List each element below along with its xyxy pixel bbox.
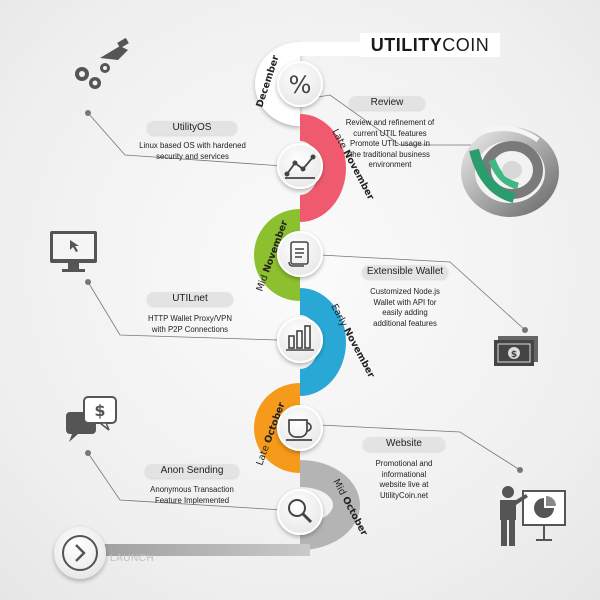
brand-title-light: COIN [442, 34, 490, 55]
line-chart-icon [284, 154, 316, 179]
desc-line: Feature Implemented [154, 495, 230, 505]
milestone-circle-utilnet [277, 317, 323, 363]
desc-line: Customized Node.js [370, 287, 440, 296]
milestone-circle-utilityos [277, 143, 323, 189]
launch-arrow-icon [75, 544, 86, 562]
desc-line: the traditional business [350, 149, 430, 159]
svg-text:$: $ [511, 350, 517, 360]
money-chat-icon: $ [66, 396, 117, 442]
launch-bar [70, 544, 310, 556]
desc-line: easily adding [382, 308, 428, 317]
milestone-circle-review: % [277, 61, 323, 107]
milestone-desc-anon-sending: Anonymous Transaction Feature Implemente… [122, 485, 262, 506]
milestone-desc-utilnet: HTTP Wallet Proxy/VPN with P2P Connectio… [120, 314, 260, 335]
desc-line: Linux based OS with hardened [139, 141, 246, 150]
milestone-title-review: Review [349, 96, 425, 110]
desc-line: additional features [373, 318, 437, 328]
segment-mid-november [254, 209, 300, 301]
percent-icon: % [289, 71, 312, 99]
connector-anon [87, 452, 284, 511]
segment-early-november [300, 288, 346, 396]
document-scroll-icon [288, 241, 309, 267]
coffee-cup-icon [286, 419, 312, 441]
brand-title-strong: UTILITY [370, 34, 443, 55]
monitor-cursor-icon [50, 231, 97, 272]
milestone-circle-anon-sending [277, 489, 323, 535]
launch-button-graphic [54, 527, 106, 579]
milestone-desc-website: Promotional and informational website li… [355, 459, 453, 501]
milestone-title-extensible-wallet: Extensible Wallet [362, 265, 448, 279]
milestone-desc-utilityos: Linux based OS with hardened security an… [120, 141, 265, 162]
milestone-title-website: Website [363, 437, 445, 451]
connector-utilityos [87, 112, 284, 167]
desc-line: informational [381, 469, 427, 479]
desc-line: UtilityCoin.net [379, 490, 429, 500]
desc-line: with P2P Connections [151, 324, 229, 334]
milestone-title-utilnet: UTILnet [147, 292, 233, 306]
desc-line: Review and refinement of [345, 118, 435, 127]
desc-line: Anonymous Transaction [150, 485, 234, 494]
presenter-chart-icon [500, 486, 566, 546]
connector-website [319, 424, 521, 471]
segment-late-november [300, 114, 346, 222]
milestone-desc-review: Review and refinement of current UTIL fe… [335, 118, 445, 171]
svg-text:$: $ [94, 401, 105, 420]
gears-hand-icon [75, 37, 129, 89]
connector-wallet [319, 254, 526, 331]
milestone-title-utilityos: UtilityOS [147, 121, 237, 135]
desc-line: Promotional and [375, 459, 433, 468]
desc-line: Promote UTIL usage in [350, 139, 430, 148]
milestone-title-anon-sending: Anon Sending [145, 464, 239, 478]
launch-label: LAUNCH [110, 553, 155, 564]
desc-line: security and services [156, 151, 229, 161]
milestone-circle-website [277, 405, 323, 451]
desc-line: HTTP Wallet Proxy/VPN [147, 314, 233, 323]
bar-chart-icon [286, 325, 314, 351]
magnifier-icon [288, 499, 313, 524]
desc-line: current UTIL features [353, 128, 427, 138]
desc-line: Wallet with API for [373, 297, 437, 307]
connector-utilnet [87, 281, 279, 341]
milestone-desc-extensible-wallet: Customized Node.js Wallet with API for e… [355, 287, 455, 329]
desc-line: website live at [379, 480, 429, 489]
dollar-bills-icon: $ [494, 336, 538, 366]
utilitycoin-3d-logo-icon [461, 125, 559, 217]
desc-line: environment [368, 160, 412, 169]
milestone-circle-extensible-wallet [277, 231, 323, 277]
